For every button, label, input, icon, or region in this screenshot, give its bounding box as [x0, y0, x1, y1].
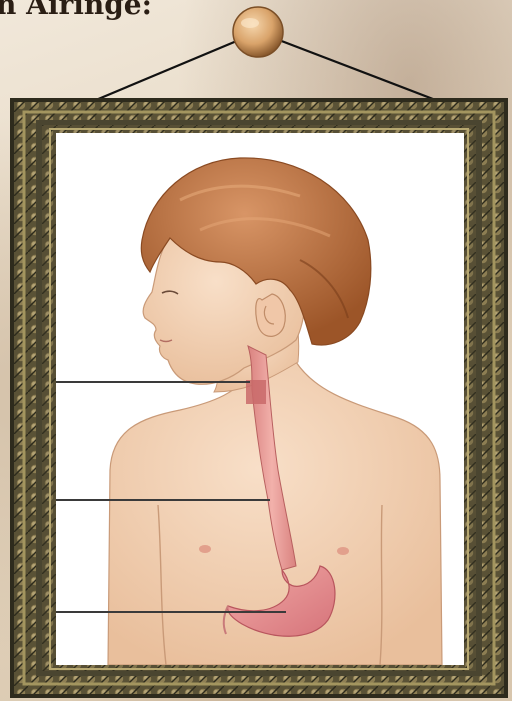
ear	[256, 294, 286, 336]
pin-icon	[233, 7, 283, 57]
larynx	[246, 380, 266, 404]
